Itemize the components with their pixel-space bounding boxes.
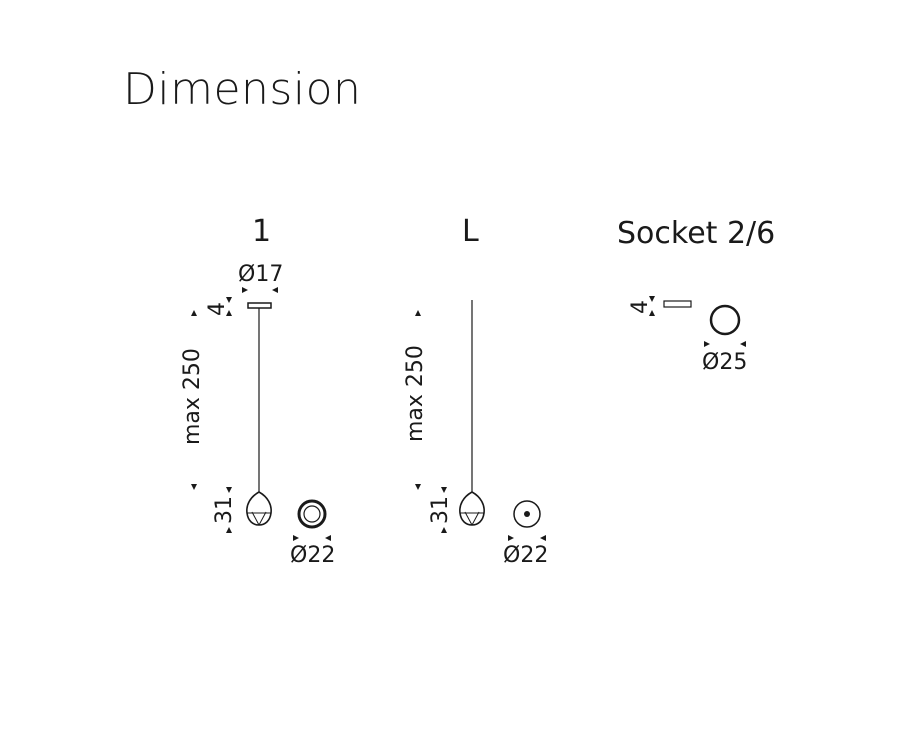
arrow-down-icon: [226, 487, 232, 493]
page-title: Dimension: [123, 64, 362, 115]
arrow-down-icon: [649, 296, 655, 302]
arrow-up-icon: [226, 310, 232, 316]
arrow-down-icon: [226, 297, 232, 303]
variant-1-drawing: [191, 287, 331, 541]
shade-top-view: [513, 500, 541, 528]
arrow-up-icon: [441, 527, 447, 533]
arrow-right-icon: [293, 535, 299, 541]
arrow-right-icon: [242, 287, 248, 293]
arrow-down-icon: [441, 487, 447, 493]
socket-canopy-top: [709, 304, 741, 336]
arrow-right-icon: [508, 535, 514, 541]
variant-label-1: 1: [252, 214, 272, 249]
shade-top-view: [297, 499, 327, 529]
variant-label-socket: Socket 2/6: [617, 216, 776, 251]
socket-canopy-side: [663, 300, 692, 308]
canopy-diameter-socket: Ø25: [702, 350, 748, 375]
shade-side-view: [459, 491, 485, 526]
variant-label-l: L: [462, 214, 479, 249]
arrow-down-icon: [191, 484, 197, 490]
canopy-shape: [247, 302, 272, 309]
shade-top-view-inner: [303, 505, 321, 523]
variant-l-drawing: [415, 300, 546, 541]
arrow-left-icon: [325, 535, 331, 541]
arrow-up-icon: [415, 310, 421, 316]
arrow-left-icon: [272, 287, 278, 293]
shade-diameter-1: Ø22: [290, 543, 336, 568]
arrow-down-icon: [415, 484, 421, 490]
socket-drawing: [649, 296, 746, 347]
arrow-up-icon: [191, 310, 197, 316]
shade-rib: [251, 511, 260, 526]
shade-rib: [471, 511, 480, 526]
arrow-left-icon: [540, 535, 546, 541]
arrow-up-icon: [649, 310, 655, 316]
arrow-up-icon: [226, 527, 232, 533]
shade-top-view-center: [524, 511, 530, 517]
canopy-diameter-1: Ø17: [238, 262, 284, 287]
shade-diameter-l: Ø22: [503, 543, 549, 568]
arrow-right-icon: [704, 341, 710, 347]
shade-side-view: [246, 491, 272, 526]
shade-rib: [464, 511, 473, 526]
shade-rib: [258, 511, 267, 526]
arrow-left-icon: [740, 341, 746, 347]
